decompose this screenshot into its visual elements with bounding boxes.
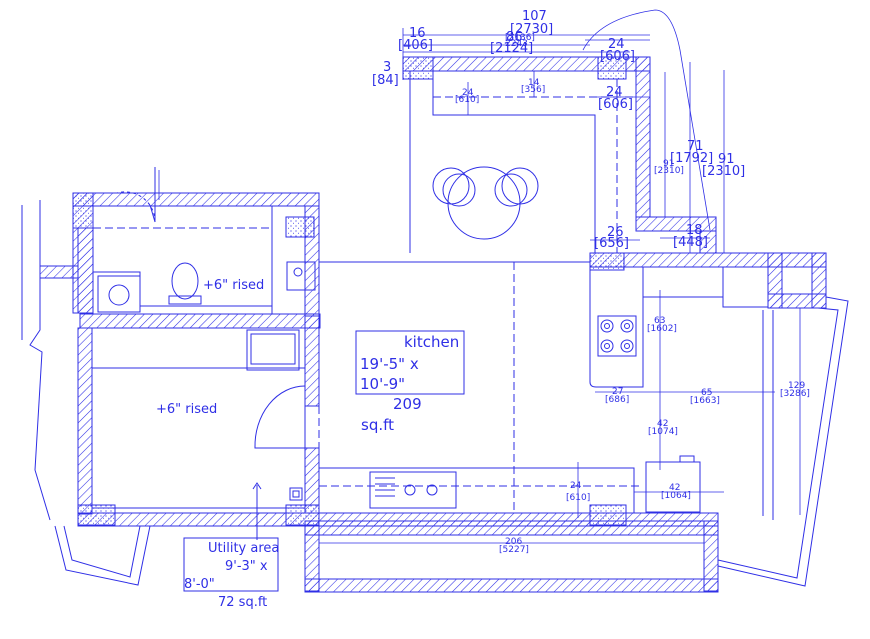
dim-counter-depth-right: 24: [606, 85, 623, 100]
dim-mid-run-metric: [1663]: [690, 396, 720, 406]
dim-vertical-b-metric: [2310]: [654, 166, 684, 176]
dim-vertical-c-metric: [2310]: [702, 164, 745, 179]
dim-top-inner: 86: [506, 30, 523, 45]
dim-top-overall: 107: [522, 9, 547, 24]
dim-sink-depth: 24: [570, 481, 582, 491]
dim-right-top: 24: [608, 37, 625, 52]
kitchen-name: kitchen: [404, 333, 459, 351]
dim-lower-run: 42: [657, 419, 668, 429]
dim-small-a-metric: [686]: [605, 395, 629, 405]
dim-vertical-a: 71: [687, 139, 704, 154]
dim-bottom-run: 206: [505, 537, 522, 547]
dim-top-overall-metric: [2730]: [510, 22, 553, 37]
stove-counter: [589, 266, 769, 388]
dim-fridge-metric: [1064]: [661, 491, 691, 501]
dim-counter-depth-left-metric: [610]: [455, 95, 479, 105]
kitchen-area: 209: [393, 395, 422, 413]
kitchen-dims-2: 10'-9": [360, 375, 405, 393]
utility-fixtures: [91, 327, 306, 540]
lower-counter: [319, 467, 640, 513]
dim-right-top-metric: [606]: [600, 49, 635, 64]
dining-table: [432, 166, 539, 240]
dim-stove-run: 63: [654, 316, 665, 326]
utility-label: +6" rised: [156, 402, 217, 417]
dim-left-small-metric: [84]: [372, 73, 399, 88]
dim-col-b-metric: [448]: [673, 235, 708, 250]
dim-col-a-metric: [656]: [594, 236, 629, 251]
dim-bottom-run-metric: [5227]: [499, 545, 529, 555]
dim-lower-run-metric: [1074]: [648, 427, 678, 437]
dim-top-mid-b: 2243: [505, 39, 528, 49]
dim-small-a: 27: [612, 387, 623, 397]
utility-area-name: Utility area: [208, 541, 279, 556]
kitchen-label-box: [355, 330, 465, 395]
dim-vertical-a-metric: [1792]: [670, 151, 713, 166]
dim-sink-depth-metric: [610]: [566, 493, 590, 503]
bathroom-fixtures: [92, 167, 316, 315]
bathroom-label: +6" rised: [203, 278, 264, 293]
dim-right-run: 129: [788, 381, 805, 391]
dim-fridge: 42: [669, 483, 680, 493]
dim-counter-depth-right-metric: [606]: [598, 97, 633, 112]
dim-counter-mid: 14: [528, 78, 540, 88]
kitchen-dims-1: 19'-5" x: [360, 355, 419, 373]
dim-vertical-c: 91: [718, 152, 735, 167]
dimension-lines: [158, 9, 801, 544]
utility-area-label-box: [183, 537, 279, 592]
dim-col-b: 18: [686, 223, 703, 238]
utility-area-area: 72 sq.ft: [218, 595, 267, 610]
utility-area-dims-2: 8'-0": [184, 577, 215, 592]
dim-vertical-b: 91: [663, 159, 674, 169]
dim-top-mid-a: [2136]: [505, 33, 535, 43]
dim-right-run-metric: [3286]: [780, 389, 810, 399]
dim-counter-depth-left: 24: [462, 88, 474, 98]
dim-stove-run-metric: [1602]: [647, 324, 677, 334]
room-outlines: [21, 71, 849, 587]
kitchen-unit: sq.ft: [361, 416, 394, 434]
dim-counter-mid-metric: [356]: [521, 85, 545, 95]
dim-left-top: 16: [409, 26, 426, 41]
dim-left-small: 3: [383, 60, 391, 75]
dim-col-a: 26: [607, 225, 624, 240]
utility-area-dims-1: 9'-3" x: [225, 559, 268, 574]
dim-top-inner-metric: [2124]: [490, 41, 533, 56]
dim-mid-run: 65: [701, 388, 712, 398]
dim-left-top-metric: [406]: [398, 38, 433, 53]
walls: [39, 56, 827, 593]
columns: [72, 56, 627, 526]
fridge: [645, 455, 701, 513]
